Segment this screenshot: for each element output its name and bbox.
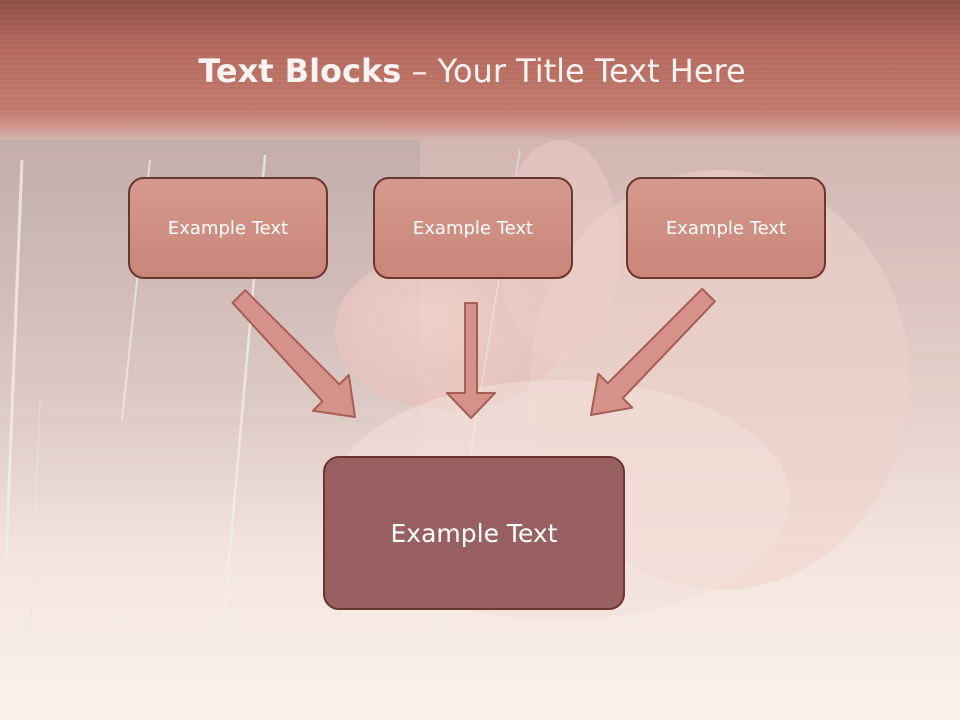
text-box-right[interactable]: Example Text xyxy=(626,177,826,279)
text-box-left[interactable]: Example Text xyxy=(128,177,328,279)
title-bold: Text Blocks xyxy=(198,52,402,90)
header-band xyxy=(0,0,960,140)
text-box-target-label: Example Text xyxy=(390,518,558,548)
text-box-right-label: Example Text xyxy=(665,217,787,239)
text-box-left-label: Example Text xyxy=(167,217,289,239)
arrow-right xyxy=(590,287,716,416)
header-stripes xyxy=(0,0,960,130)
text-box-center[interactable]: Example Text xyxy=(373,177,573,279)
title-separator: – xyxy=(401,52,438,90)
text-box-target[interactable]: Example Text xyxy=(323,456,625,610)
text-box-center-label: Example Text xyxy=(412,217,534,239)
arrow-center xyxy=(446,302,496,419)
title-rest: Your Title Text Here xyxy=(437,52,746,90)
arrow-left xyxy=(231,289,356,418)
slide-title: Text Blocks – Your Title Text Here xyxy=(0,52,944,90)
